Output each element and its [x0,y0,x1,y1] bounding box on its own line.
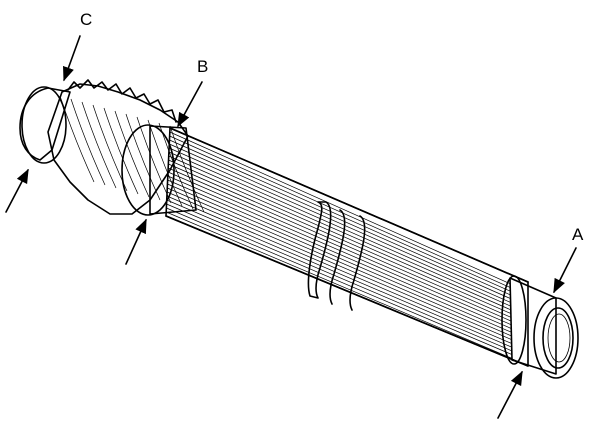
spline-groove [168,159,511,311]
gear-tooth [70,98,106,186]
arrow-b-top [177,81,203,128]
spline-groove [168,167,512,318]
gear-tooth [103,107,139,195]
spline-groove [168,147,511,299]
arrow-a-top [553,247,577,294]
arrow-a-bottom [497,370,523,419]
mid-groove-band [307,201,366,311]
spline-groove [167,175,512,326]
gear-tooth [125,113,161,201]
arrow-c-bottom [5,168,29,213]
label-a: A [572,225,584,244]
spline-groove [166,191,512,340]
collar-b [121,124,197,216]
spline-groove [166,195,512,344]
spline-groove [166,207,512,355]
spline-groove [168,151,511,303]
journal-a [501,275,579,379]
gear-tooth [59,95,95,183]
spline-groove [167,183,512,333]
spline-groove [166,203,512,352]
splined-shaft [165,127,529,367]
gear-tooth [169,125,205,213]
label-b: B [197,57,208,76]
gear-tooth [114,110,150,198]
spline-groove [166,211,513,359]
gear-tooth [147,119,183,207]
spline-groove [169,139,511,292]
label-c: C [80,10,92,29]
gear-tooth [81,101,117,189]
spline-groove [168,163,511,314]
spline-groove [169,135,511,288]
spline-groove [167,187,512,337]
arrow-c-top [63,35,81,82]
arrow-b-bottom [125,218,147,265]
spline-groove [169,143,511,296]
gear-tooth [136,116,172,204]
spline-groove [167,171,512,322]
gear-end-cap [19,86,71,164]
spline-groove [169,131,511,285]
spline-groove [166,199,512,348]
spline-groove [168,155,511,307]
